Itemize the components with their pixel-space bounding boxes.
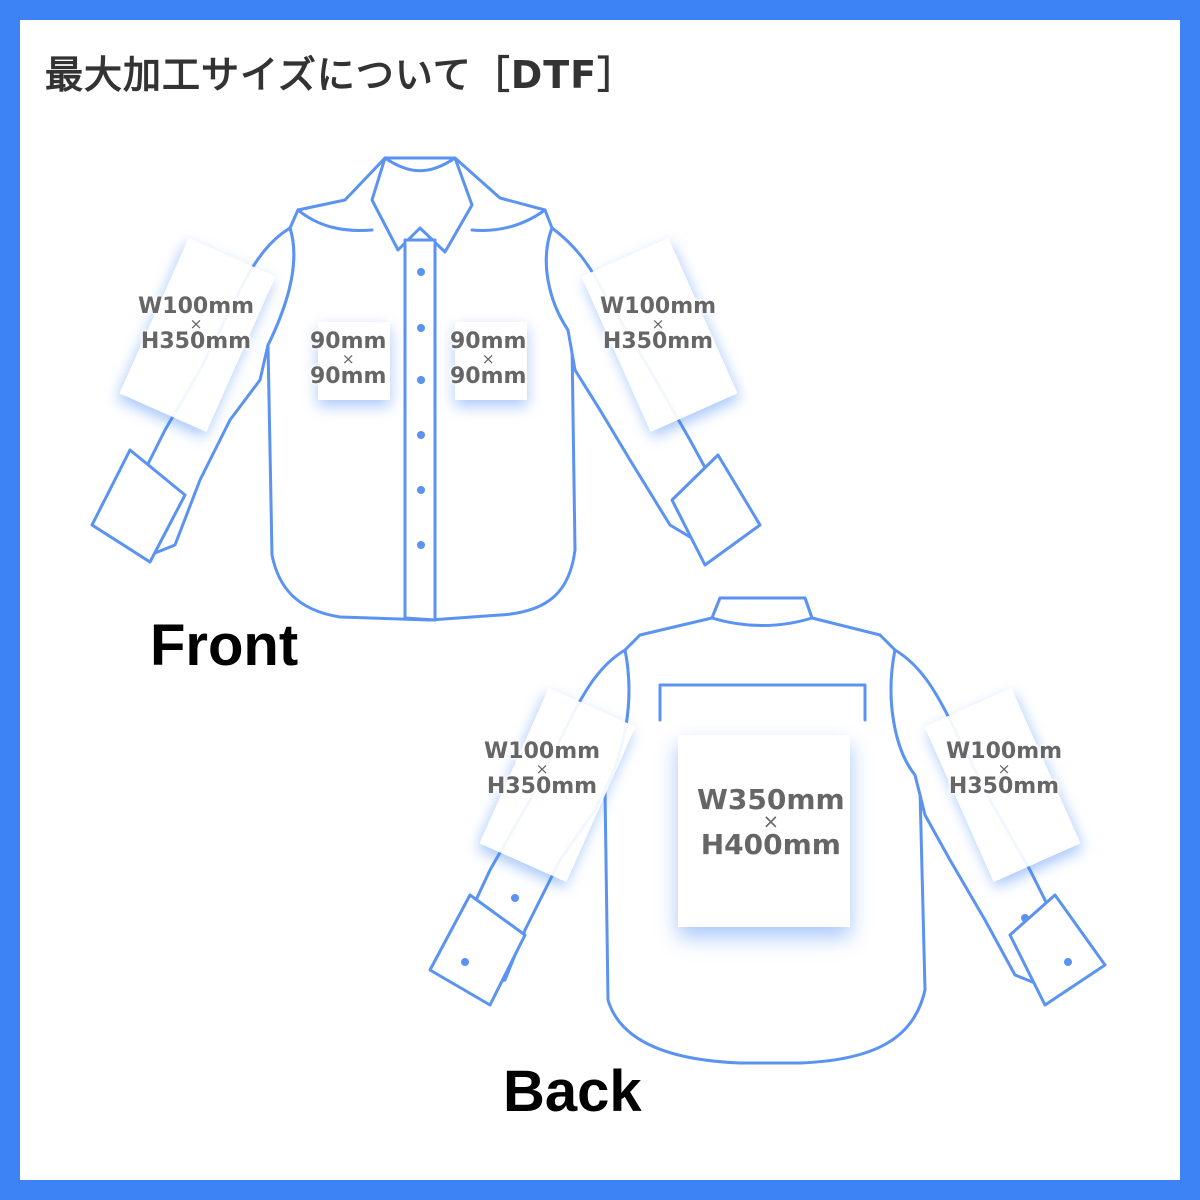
back-view-label: Back bbox=[503, 1059, 642, 1124]
back-buttons bbox=[461, 894, 1072, 966]
front-collar bbox=[370, 156, 474, 254]
front-placket bbox=[403, 238, 437, 622]
front-button bbox=[417, 541, 425, 549]
back-body-zone bbox=[678, 735, 850, 927]
front-right-pocket-size: 90mm×90mm bbox=[450, 329, 527, 390]
front-shirt bbox=[90, 156, 762, 622]
back-left-cuff bbox=[428, 893, 527, 1007]
front-button bbox=[417, 486, 425, 494]
front-right-sleeve-size: W100mm×H350mm bbox=[600, 294, 717, 355]
front-view-label: Front bbox=[150, 613, 299, 678]
back-left-sleeve-size: W100mm×H350mm bbox=[484, 739, 601, 800]
front-left-pocket-size: 90mm×90mm bbox=[310, 329, 387, 390]
front-button bbox=[417, 268, 425, 276]
front-button bbox=[417, 376, 425, 384]
back-collar bbox=[710, 596, 814, 627]
front-left-pocket-zone bbox=[318, 322, 390, 400]
page-title: 最大加工サイズについて［DTF］ bbox=[45, 53, 637, 97]
back-button bbox=[461, 958, 469, 966]
front-right-pocket-zone bbox=[455, 322, 527, 400]
back-button bbox=[1021, 914, 1029, 922]
back-button bbox=[1064, 958, 1072, 966]
front-button bbox=[417, 431, 425, 439]
front-left-cuff bbox=[90, 448, 187, 564]
front-right-cuff bbox=[670, 453, 762, 567]
back-button bbox=[511, 894, 519, 902]
front-left-sleeve-size: W100mm×H350mm bbox=[138, 294, 255, 355]
back-body-size: W350mm×H400mm bbox=[697, 783, 845, 862]
back-right-sleeve-size: W100mm×H350mm bbox=[946, 739, 1063, 800]
front-button bbox=[417, 324, 425, 332]
front-yoke-line bbox=[296, 208, 547, 232]
front-buttons bbox=[417, 268, 425, 549]
back-yoke bbox=[658, 683, 867, 722]
